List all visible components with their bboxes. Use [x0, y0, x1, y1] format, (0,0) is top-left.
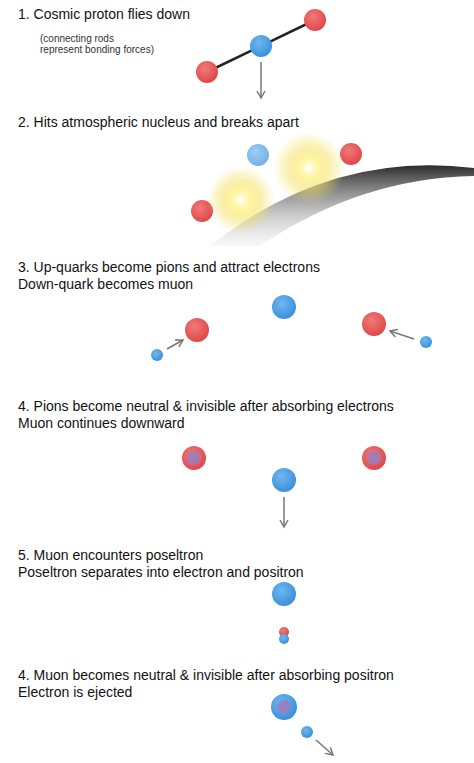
- impact-glow: [273, 132, 345, 204]
- muon: [272, 468, 296, 492]
- neutral-pion: [182, 446, 206, 470]
- step-caption: Down-quark becomes muon: [18, 276, 193, 293]
- absorbed-electron: [367, 451, 381, 465]
- down-quark: [247, 144, 269, 166]
- pion: [185, 318, 209, 342]
- step-caption: 5. Muon encounters poseltron: [18, 547, 203, 564]
- note-text: (connecting rods represent bonding force…: [40, 33, 158, 55]
- electron: [279, 634, 289, 644]
- step-caption: 3. Up-quarks become pions and attract el…: [18, 259, 320, 276]
- muon: [272, 582, 296, 606]
- absorbed-electron: [187, 451, 201, 465]
- pion: [362, 312, 386, 336]
- step-caption: 4. Muon becomes neutral & invisible afte…: [18, 667, 394, 684]
- electron: [151, 349, 163, 361]
- muon: [272, 295, 296, 319]
- up-quark: [304, 9, 326, 31]
- impact-glow: [207, 166, 275, 234]
- motion-arrow: [283, 497, 285, 527]
- electron: [301, 726, 313, 738]
- ejection-arrow: [316, 740, 333, 755]
- step-caption: 4. Pions become neutral & invisible afte…: [18, 398, 394, 415]
- attraction-arrow: [390, 331, 414, 339]
- step-caption: Muon continues downward: [18, 415, 185, 432]
- step-caption: Poseltron separates into electron and po…: [18, 564, 304, 581]
- motion-arrow: [260, 62, 262, 98]
- down-quark: [250, 35, 272, 57]
- neutral-pion: [362, 446, 386, 470]
- step-caption: Electron is ejected: [18, 684, 132, 701]
- step-caption: 2. Hits atmospheric nucleus and breaks a…: [18, 114, 299, 131]
- electron: [420, 336, 432, 348]
- step-caption: 1. Cosmic proton flies down: [18, 6, 190, 23]
- absorbed-positron: [277, 700, 291, 714]
- up-quark: [196, 61, 218, 83]
- neutral-muon: [271, 694, 297, 720]
- attraction-arrow: [167, 340, 183, 349]
